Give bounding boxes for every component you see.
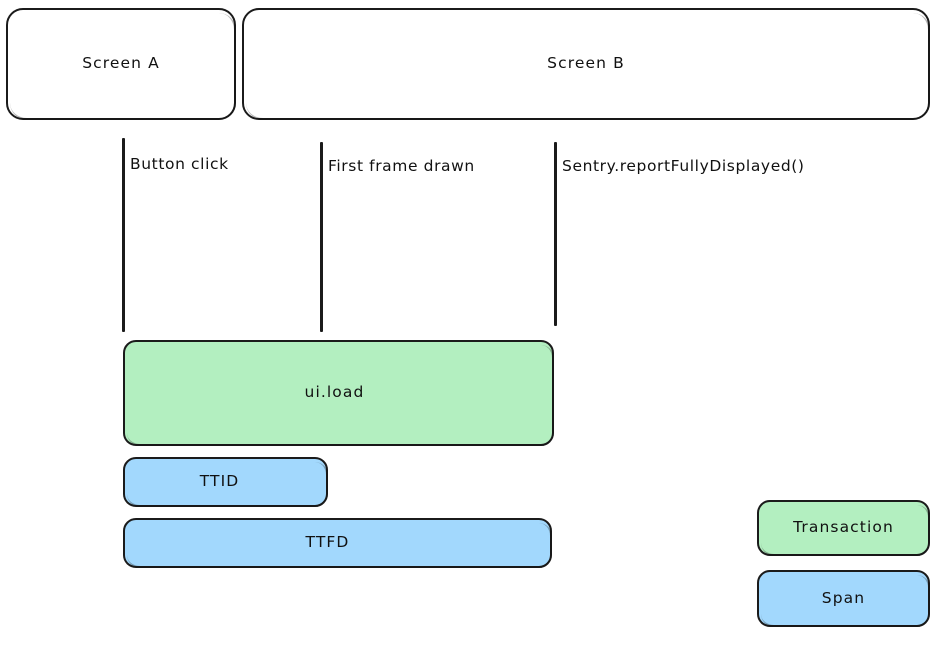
bar-ttfd[interactable]: TTFD (123, 518, 552, 568)
screen-a-label: Screen A (82, 54, 160, 73)
marker-line-report-fully-displayed (554, 142, 557, 326)
marker-label-button-click: Button click (130, 155, 229, 173)
legend-item-span[interactable]: Span (757, 570, 930, 627)
legend-label-span: Span (821, 588, 866, 607)
bar-ttfd-label: TTFD (305, 533, 350, 552)
screen-a-box[interactable]: Screen A (6, 8, 236, 120)
marker-label-report-fully-displayed: Sentry.reportFullyDisplayed() (562, 157, 805, 175)
screen-b-box[interactable]: Screen B (242, 8, 930, 120)
marker-line-button-click (122, 138, 125, 332)
bar-ttid-label: TTID (199, 472, 240, 491)
bar-ui-load[interactable]: ui.load (123, 340, 554, 446)
marker-label-first-frame-drawn: First frame drawn (328, 157, 475, 175)
legend-item-transaction[interactable]: Transaction (757, 500, 930, 556)
bar-ttid[interactable]: TTID (123, 457, 328, 507)
legend-label-transaction: Transaction (793, 518, 894, 537)
marker-line-first-frame-drawn (320, 142, 323, 332)
bar-ui-load-label: ui.load (304, 383, 365, 402)
screen-b-label: Screen B (547, 54, 625, 73)
